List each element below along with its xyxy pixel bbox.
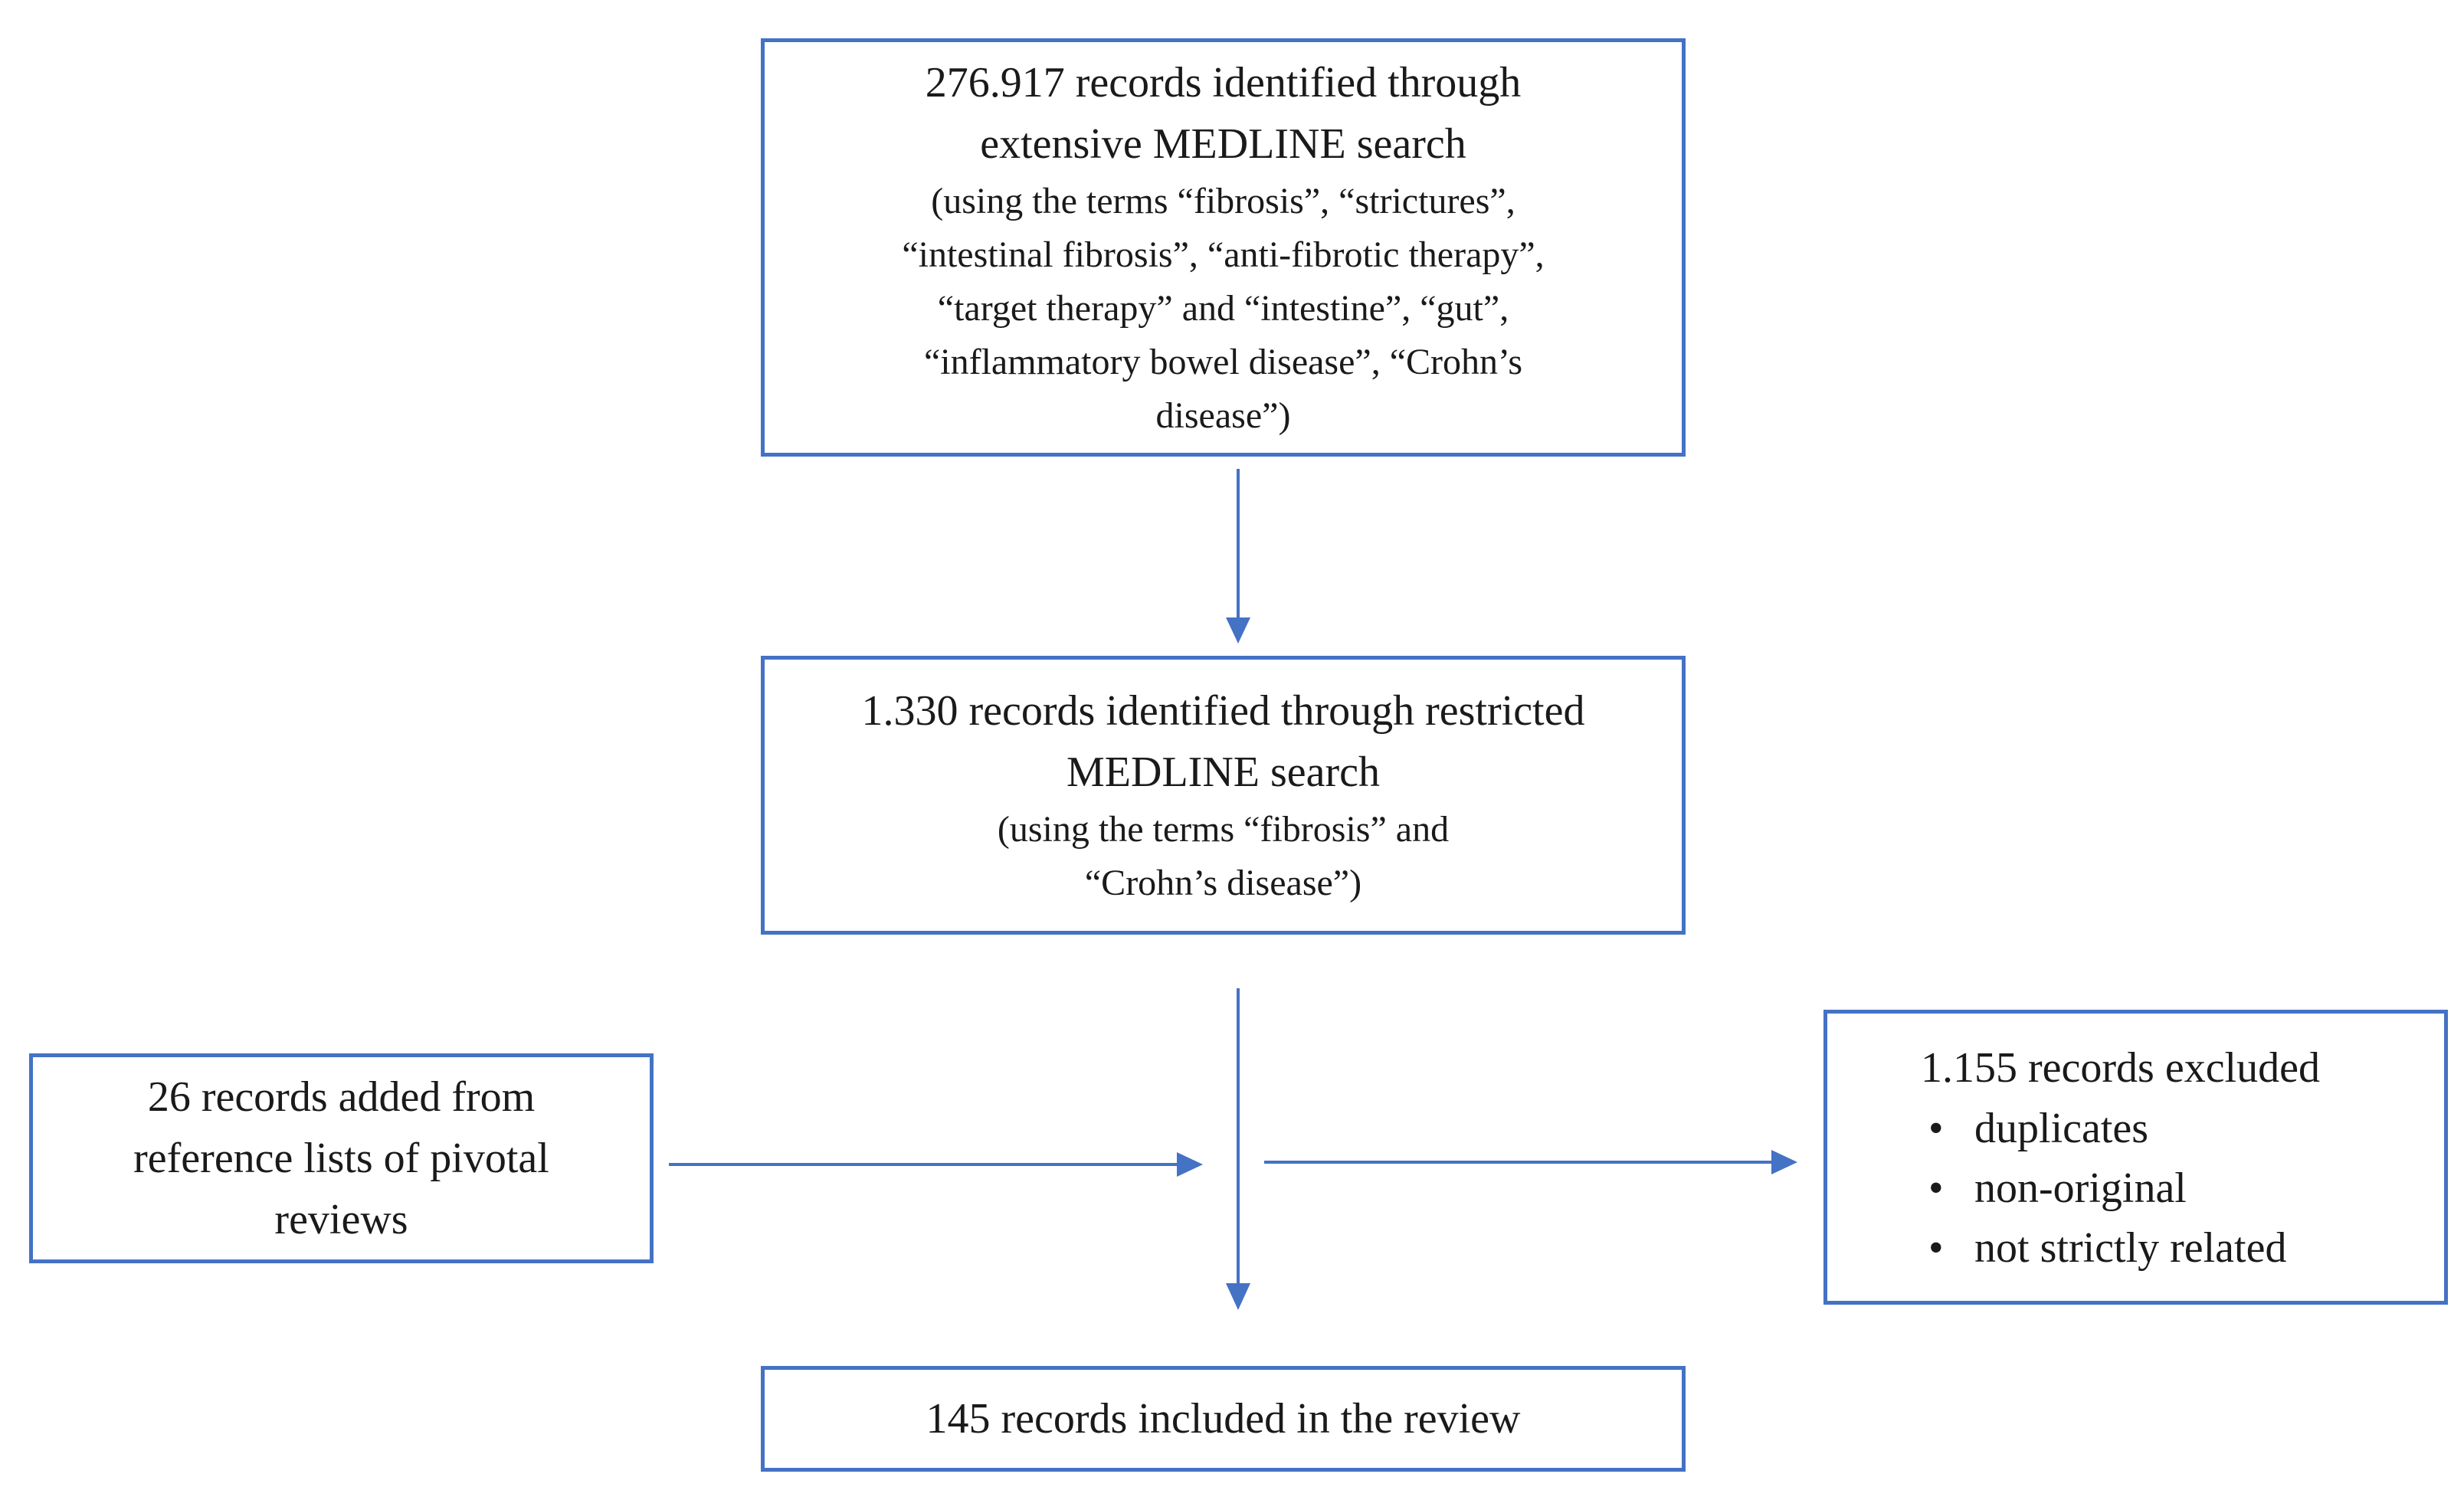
- arrowhead-to-included: [1226, 1283, 1250, 1310]
- list-item: non-original: [1921, 1158, 2320, 1218]
- extensive-line-1: 276.917 records identified through: [925, 59, 1522, 106]
- restricted-line-2: MEDLINE search: [1067, 748, 1380, 796]
- included-line-1: 145 records included in the review: [926, 1395, 1521, 1443]
- excluded-content: 1.155 records excluded duplicates non-or…: [1921, 1037, 2320, 1278]
- extensive-detail-3: “target therapy” and “intestine”, “gut”,: [937, 288, 1509, 329]
- added-line-1: 26 records added from: [147, 1073, 536, 1121]
- arrowhead-main-to-excluded: [1771, 1150, 1797, 1174]
- excluded-title: 1.155 records excluded: [1921, 1043, 2320, 1092]
- added-line-2: reference lists of pivotal: [133, 1135, 549, 1182]
- arrowhead-added-to-main: [1177, 1152, 1203, 1177]
- added-records-box: 26 records added from reference lists of…: [29, 1053, 654, 1263]
- extensive-detail-2: “intestinal fibrosis”, “anti-fibrotic th…: [902, 234, 1545, 275]
- extensive-search-title: 276.917 records identified through exten…: [926, 52, 1522, 175]
- arrowhead-extensive-to-restricted: [1226, 617, 1250, 644]
- restricted-detail-1: (using the terms “fibrosis” and: [997, 809, 1450, 850]
- restricted-search-title: 1.330 records identified through restric…: [862, 680, 1585, 803]
- restricted-detail-2: “Crohn’s disease”): [1084, 863, 1362, 903]
- added-line-3: reviews: [274, 1196, 408, 1243]
- extensive-search-terms: (using the terms “fibrosis”, “strictures…: [902, 175, 1544, 443]
- extensive-detail-4: “inflammatory bowel disease”, “Crohn’s: [923, 342, 1523, 382]
- extensive-line-2: extensive MEDLINE search: [980, 120, 1466, 168]
- extensive-search-box: 276.917 records identified through exten…: [761, 38, 1686, 457]
- list-item: not strictly related: [1921, 1218, 2320, 1278]
- restricted-search-box: 1.330 records identified through restric…: [761, 656, 1686, 935]
- extensive-detail-5: disease”): [1155, 395, 1291, 436]
- restricted-search-terms: (using the terms “fibrosis” and “Crohn’s…: [998, 803, 1449, 910]
- extensive-detail-1: (using the terms “fibrosis”, “strictures…: [931, 181, 1515, 221]
- restricted-line-1: 1.330 records identified through restric…: [861, 687, 1585, 735]
- excluded-records-box: 1.155 records excluded duplicates non-or…: [1823, 1010, 2448, 1305]
- list-item: duplicates: [1921, 1099, 2320, 1158]
- excluded-reasons-list: duplicates non-original not strictly rel…: [1921, 1099, 2320, 1278]
- included-records-box: 145 records included in the review: [761, 1366, 1686, 1472]
